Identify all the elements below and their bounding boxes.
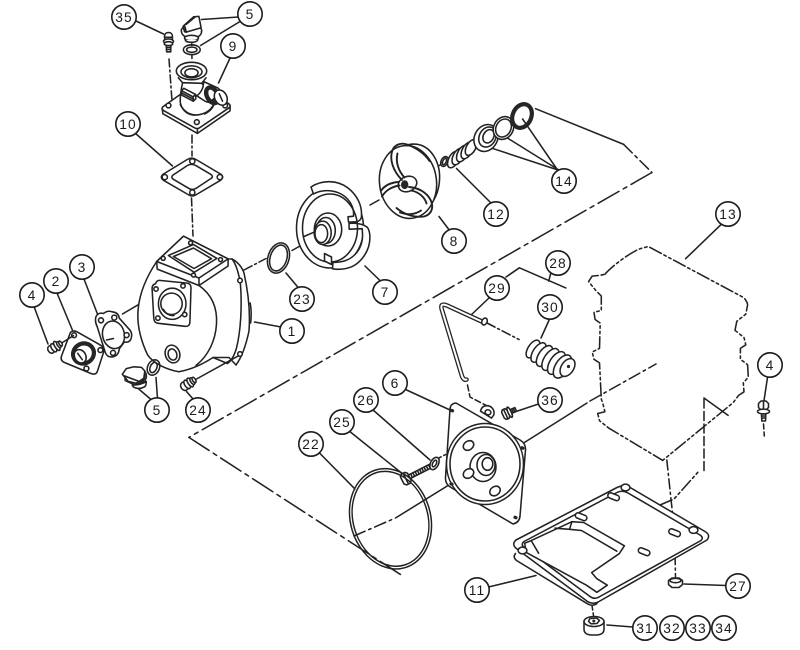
svg-text:14: 14 (555, 174, 573, 189)
svg-text:4: 4 (28, 288, 37, 303)
svg-text:4: 4 (766, 358, 775, 373)
svg-text:12: 12 (487, 207, 505, 222)
svg-text:5: 5 (153, 403, 162, 418)
svg-text:9: 9 (229, 39, 238, 54)
svg-text:34: 34 (715, 621, 733, 636)
svg-text:30: 30 (541, 300, 559, 315)
svg-text:3: 3 (78, 260, 87, 275)
svg-text:5: 5 (246, 7, 255, 22)
svg-text:24: 24 (189, 403, 207, 418)
svg-text:6: 6 (391, 376, 400, 391)
svg-text:25: 25 (333, 415, 351, 430)
svg-text:26: 26 (357, 393, 375, 408)
svg-text:22: 22 (302, 437, 320, 452)
svg-text:7: 7 (381, 285, 390, 300)
svg-text:2: 2 (52, 274, 61, 289)
svg-text:8: 8 (450, 234, 459, 249)
svg-text:1: 1 (288, 324, 297, 339)
svg-text:33: 33 (689, 621, 707, 636)
svg-text:32: 32 (663, 621, 681, 636)
svg-text:27: 27 (729, 579, 747, 594)
svg-text:35: 35 (115, 10, 133, 25)
svg-text:31: 31 (636, 621, 654, 636)
svg-text:11: 11 (469, 583, 486, 598)
svg-text:28: 28 (549, 256, 567, 271)
svg-text:10: 10 (119, 117, 137, 132)
svg-text:23: 23 (293, 292, 311, 307)
svg-text:29: 29 (488, 281, 506, 296)
svg-text:13: 13 (719, 207, 737, 222)
svg-text:36: 36 (541, 393, 559, 408)
